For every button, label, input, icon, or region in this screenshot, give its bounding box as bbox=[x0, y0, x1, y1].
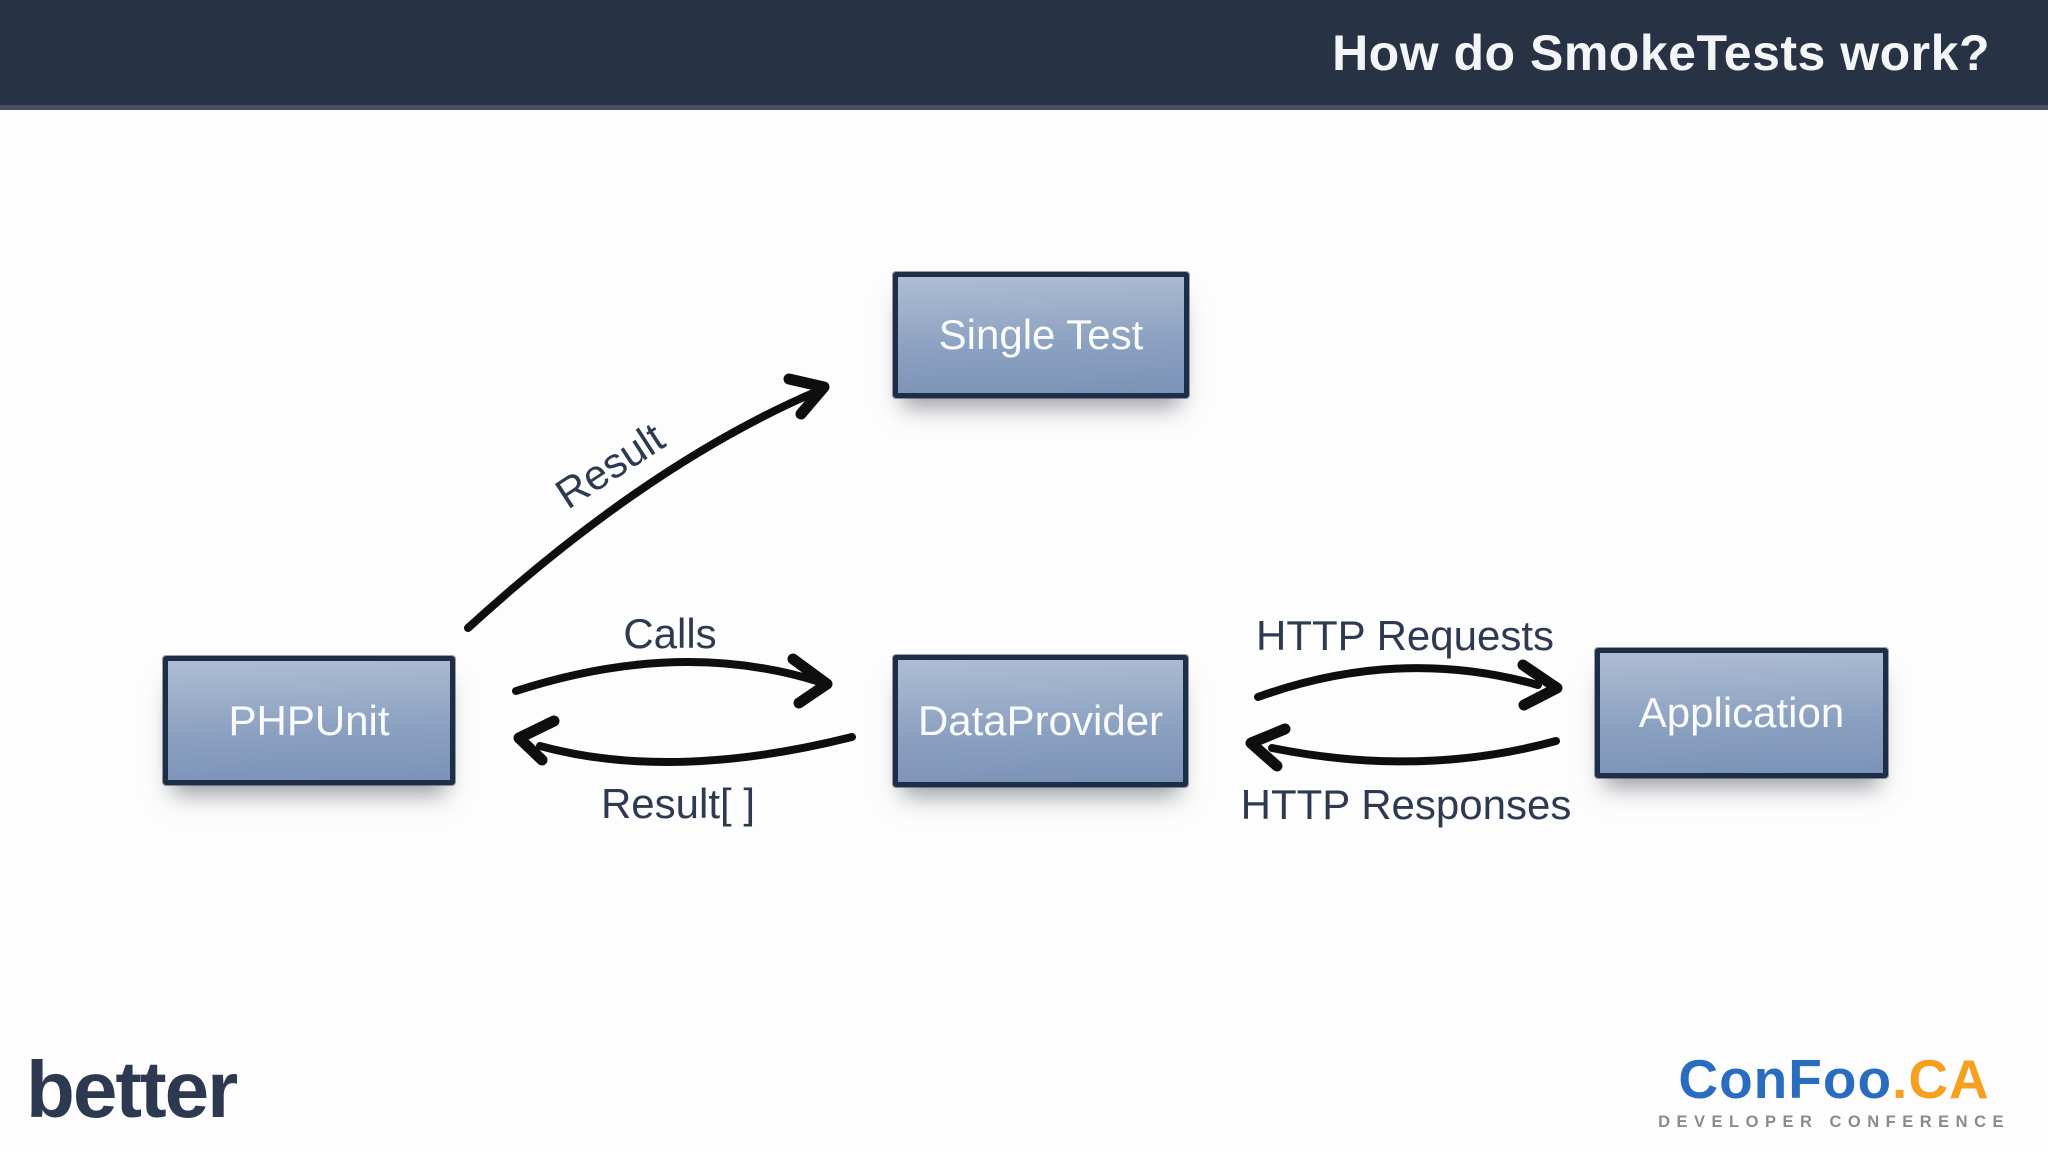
http-responses-arrow bbox=[1245, 723, 1560, 772]
box-application: Application bbox=[1595, 648, 1888, 778]
confoo-name: ConFoo bbox=[1678, 1048, 1893, 1110]
box-application-label: Application bbox=[1638, 689, 1845, 736]
confoo-logo: ConFoo.CA DEVELOPER CONFERENCE bbox=[1658, 1052, 2010, 1132]
box-phpunit: PHPUnit bbox=[163, 656, 455, 785]
edge-label-result-array: Result[ ] bbox=[600, 780, 756, 827]
edge-label-http-responses: HTTP Responses bbox=[1240, 781, 1572, 828]
calls-arrow bbox=[512, 653, 833, 709]
box-single-test: Single Test bbox=[893, 272, 1189, 398]
page-title: How do SmokeTests work? bbox=[1332, 24, 1990, 81]
edge-label-calls: Calls bbox=[623, 610, 717, 657]
box-dataprovider: DataProvider bbox=[893, 655, 1188, 787]
confoo-tld: CA bbox=[1908, 1048, 1990, 1110]
result-array-arrow bbox=[513, 715, 856, 766]
better-logo: better bbox=[26, 1045, 238, 1134]
confoo-dot: . bbox=[1892, 1048, 1909, 1110]
box-phpunit-label: PHPUnit bbox=[228, 696, 390, 744]
header-bar: How do SmokeTests work? bbox=[0, 0, 2048, 110]
http-requests-arrow bbox=[1254, 659, 1563, 711]
edge-label-result: Result bbox=[547, 413, 673, 518]
box-single-test-label: Single Test bbox=[938, 311, 1144, 358]
confoo-tagline: DEVELOPER CONFERENCE bbox=[1658, 1113, 2010, 1131]
confoo-wordmark: ConFoo.CA bbox=[1658, 1052, 2010, 1107]
box-dataprovider-label: DataProvider bbox=[917, 697, 1164, 744]
edge-label-http-requests: HTTP Requests bbox=[1256, 612, 1554, 659]
